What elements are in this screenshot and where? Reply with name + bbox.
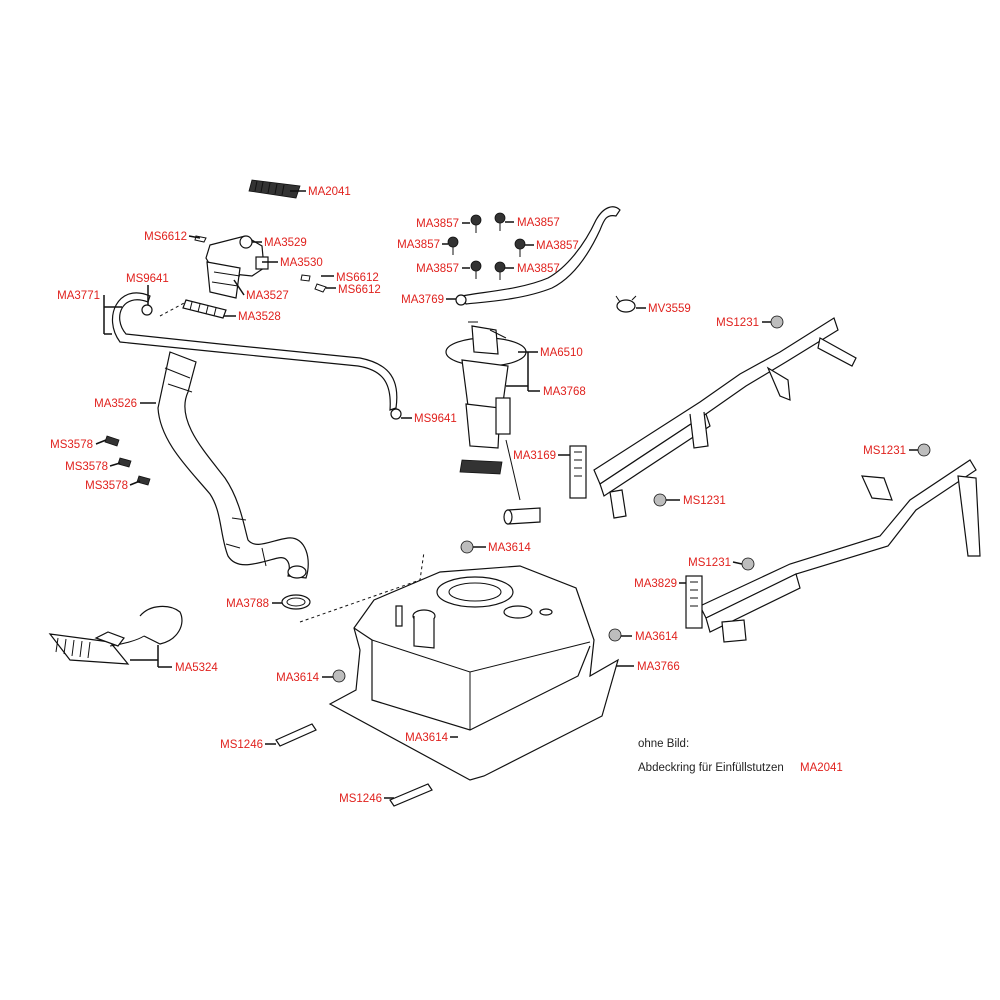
label-ma3528: MA3528 (238, 311, 281, 323)
part-ma3766-fuel-tank (328, 565, 619, 781)
leader-lines (95, 190, 918, 799)
part-upper-frame-rail (569, 317, 857, 519)
label-ms1246-a: MS1246 (220, 739, 263, 751)
label-ma3771: MA3771 (57, 290, 100, 302)
part-ma5324-harness (48, 605, 183, 665)
label-ma3768: MA3768 (543, 386, 586, 398)
label-ms3578-c: MS3578 (85, 480, 128, 492)
label-ma3857-r2: MA3857 (536, 240, 579, 252)
label-ma2041: MA2041 (308, 186, 351, 198)
part-ma3788-clamp (281, 594, 311, 610)
label-ms6612-c: MS6612 (338, 284, 381, 296)
part-ma3857-bolts (447, 212, 526, 280)
label-ma3857-l3: MA3857 (416, 263, 459, 275)
part-mv3559-clamp (615, 295, 637, 313)
label-ma5324: MA5324 (175, 662, 218, 674)
label-ms1231-a: MS1231 (716, 317, 759, 329)
label-ma3857-l1: MA3857 (416, 218, 459, 230)
label-ma3857-r1: MA3857 (517, 217, 560, 229)
label-ma3769: MA3769 (401, 294, 444, 306)
label-ma3857-r3: MA3857 (517, 263, 560, 275)
part-ma3769-fuel-line (455, 206, 621, 306)
part-ma3771-hose (111, 292, 402, 420)
label-ma3614-c: MA3614 (276, 672, 319, 684)
label-ma3857-l2: MA3857 (397, 239, 440, 251)
part-ma3526-filler-hose (157, 351, 309, 579)
label-ms6612-a: MS6612 (144, 231, 187, 243)
label-ma3527: MA3527 (246, 290, 289, 302)
not-shown-note: ohne Bild: Abdeckring für Einfüllstutzen… (638, 738, 843, 774)
label-ma3788: MA3788 (226, 598, 269, 610)
label-ma3529: MA3529 (264, 237, 307, 249)
part-ms1246-straps (275, 723, 433, 807)
part-ms3578-screws (104, 435, 151, 486)
part-fuel-pump-cluster (182, 235, 327, 319)
part-ma2041-cover-ring (248, 179, 301, 199)
label-ms1231-c: MS1231 (863, 445, 906, 457)
label-ma3530: MA3530 (280, 257, 323, 269)
label-ms9641-b: MS9641 (414, 413, 457, 425)
label-ms3578-a: MS3578 (50, 439, 93, 451)
label-ma6510: MA6510 (540, 347, 583, 359)
label-ma3526: MA3526 (94, 398, 137, 410)
label-ma3766: MA3766 (637, 661, 680, 673)
label-ma3829: MA3829 (634, 578, 677, 590)
label-ms1246-b: MS1246 (339, 793, 382, 805)
note-title: ohne Bild: (638, 738, 689, 750)
label-ma3614-b: MA3614 (635, 631, 678, 643)
label-ms6612-b: MS6612 (336, 272, 379, 284)
note-item-code: MA2041 (800, 762, 843, 774)
note-item-text: Abdeckring für Einfüllstutzen (638, 762, 784, 774)
part-ma6510-pump-module (445, 321, 541, 525)
label-ma3614-d: MA3614 (405, 732, 448, 744)
label-ms3578-b: MS3578 (65, 461, 108, 473)
part-labels: MA2041 MS6612 MA3529 MA3530 MS6612 MS661… (50, 186, 906, 805)
part-lower-frame-rail (685, 459, 981, 643)
label-ms1231-b: MS1231 (683, 495, 726, 507)
label-mv3559: MV3559 (648, 303, 691, 315)
label-ma3614-a: MA3614 (488, 542, 531, 554)
label-ms9641-a: MS9641 (126, 273, 169, 285)
label-ms1231-d: MS1231 (688, 557, 731, 569)
label-ma3169: MA3169 (513, 450, 556, 462)
